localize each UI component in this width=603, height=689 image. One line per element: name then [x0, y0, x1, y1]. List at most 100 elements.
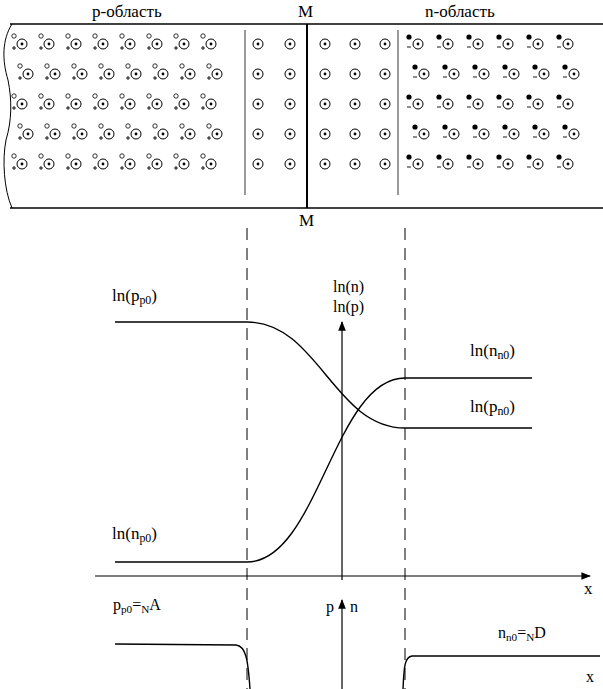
hole — [207, 64, 211, 68]
ion-center — [483, 133, 486, 136]
ion-center — [453, 133, 456, 136]
electron — [412, 124, 417, 129]
ion-center — [27, 133, 30, 136]
electron — [532, 124, 537, 129]
electron — [496, 94, 501, 99]
hole — [39, 34, 43, 38]
label: nn0=ND — [498, 624, 546, 642]
electron — [526, 94, 531, 99]
ion — [380, 39, 390, 49]
charge-sign — [533, 77, 537, 78]
ion-center — [417, 163, 420, 166]
ion — [185, 69, 195, 79]
ion — [569, 69, 579, 79]
charge-sign — [527, 107, 531, 108]
charge-sign — [557, 167, 561, 168]
ion — [350, 99, 360, 109]
charge-sign — [503, 137, 507, 138]
ion-center — [477, 103, 480, 106]
ion — [206, 159, 216, 169]
charge-sign — [176, 106, 177, 110]
ion-center — [257, 73, 260, 76]
ion-center — [27, 73, 30, 76]
hole — [120, 94, 124, 98]
hole — [12, 154, 16, 158]
label: ln(np0) — [112, 525, 157, 544]
charge-sign — [209, 76, 210, 80]
hole — [201, 154, 205, 158]
hole — [174, 34, 178, 38]
metallurgical-boundary — [306, 24, 308, 208]
ion — [50, 129, 60, 139]
ion-center — [162, 133, 165, 136]
ion-center — [513, 133, 516, 136]
ion — [206, 99, 216, 109]
ion — [253, 99, 263, 109]
ion-center — [216, 133, 219, 136]
charge-sign — [101, 76, 102, 80]
ion-center — [354, 163, 357, 166]
ion-center — [423, 133, 426, 136]
charge-sign — [467, 107, 471, 108]
ion-center — [216, 73, 219, 76]
ion-center — [129, 163, 132, 166]
charge-sign — [527, 167, 531, 168]
ion-center — [537, 163, 540, 166]
ion — [152, 39, 162, 49]
hole — [126, 64, 130, 68]
electron — [502, 64, 507, 69]
charge-sign — [14, 166, 15, 170]
ion-center — [507, 103, 510, 106]
ion-center — [102, 163, 105, 166]
label: p-область — [92, 3, 162, 22]
y-axis — [341, 600, 342, 689]
label: p — [326, 598, 334, 616]
charge-sign — [95, 106, 96, 110]
ion-center — [289, 103, 292, 106]
ion-center — [477, 43, 480, 46]
ion — [380, 99, 390, 109]
ion-center — [289, 73, 292, 76]
hole — [66, 34, 70, 38]
ion — [179, 159, 189, 169]
ion-center — [54, 73, 57, 76]
hole — [45, 124, 49, 128]
charge-sign — [563, 77, 567, 78]
ion-center — [447, 43, 450, 46]
charge-sign — [155, 76, 156, 80]
charge-sign — [407, 107, 411, 108]
ion — [533, 39, 543, 49]
ion — [17, 99, 27, 109]
ion — [509, 69, 519, 79]
ion-center — [289, 163, 292, 166]
hole — [201, 34, 205, 38]
charge-sign — [14, 106, 15, 110]
hole — [180, 64, 184, 68]
ion — [206, 39, 216, 49]
charge-sign — [149, 46, 150, 50]
label: ln(n) — [333, 278, 364, 296]
charge-sign — [95, 166, 96, 170]
charge-sign — [533, 137, 537, 138]
ion — [350, 129, 360, 139]
depletion-edge-n — [398, 30, 399, 195]
ion — [179, 39, 189, 49]
ion-center — [324, 43, 327, 46]
ion — [50, 69, 60, 79]
charge-sign — [20, 136, 21, 140]
ion — [563, 99, 573, 109]
charge-sign — [122, 46, 123, 50]
ion-center — [567, 163, 570, 166]
ion — [539, 69, 549, 79]
label: ln(pp0) — [112, 287, 157, 306]
ion — [473, 39, 483, 49]
ion — [533, 99, 543, 109]
ion-center — [573, 73, 576, 76]
ion-center — [507, 163, 510, 166]
ion — [152, 99, 162, 109]
ion — [212, 69, 222, 79]
ion-center — [543, 73, 546, 76]
ion-center — [324, 133, 327, 136]
hole — [12, 94, 16, 98]
electron — [466, 94, 471, 99]
